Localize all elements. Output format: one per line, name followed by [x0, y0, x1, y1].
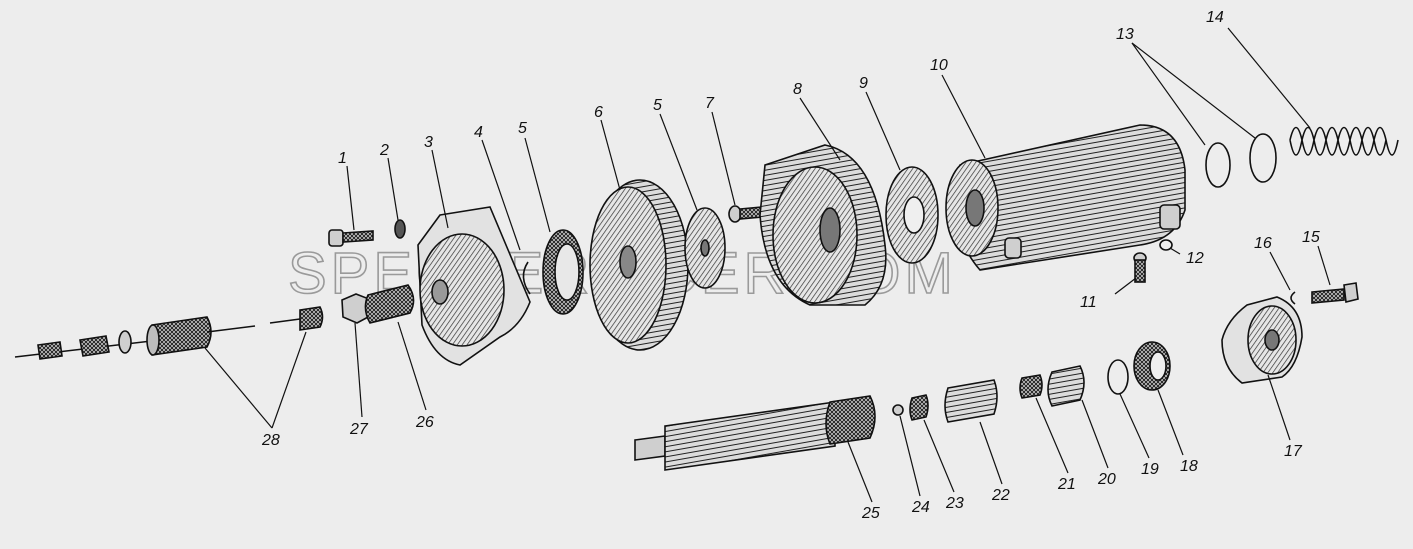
- part-23-valve: [909, 394, 929, 421]
- part-2-washer: [394, 219, 406, 239]
- callout-28: 28: [261, 432, 280, 449]
- part-4-snap-ring: [522, 261, 531, 295]
- callout-9: 9: [859, 75, 868, 92]
- part-6-diaphragm: [589, 179, 689, 351]
- part-5-plate-right: [684, 207, 726, 289]
- callout-5-left: 5: [518, 120, 527, 137]
- part-5-bearing-left: [542, 229, 584, 315]
- callout-14: 14: [1206, 9, 1224, 26]
- part-18-bushing: [1133, 341, 1171, 391]
- callout-13: 13: [1116, 26, 1134, 43]
- callout-7: 7: [705, 95, 715, 112]
- part-13-ring-b: [1249, 133, 1277, 183]
- callout-10: 10: [930, 57, 948, 74]
- callout-26: 26: [415, 414, 434, 431]
- part-16-washer: [1290, 291, 1296, 305]
- callout-23: 23: [945, 495, 964, 512]
- part-15-bolt: [1311, 282, 1359, 304]
- callout-6: 6: [594, 104, 603, 121]
- leader-lines: [204, 27, 1331, 503]
- part-11-bolt: [1133, 252, 1147, 283]
- part-17-flange: [1221, 296, 1303, 384]
- callout-3: 3: [424, 134, 433, 151]
- callout-24: 24: [911, 499, 930, 516]
- callout-19: 19: [1141, 461, 1159, 478]
- callout-20: 20: [1097, 471, 1116, 488]
- callout-22: 22: [991, 487, 1010, 504]
- callout-4: 4: [474, 124, 483, 141]
- callout-1: 1: [338, 150, 347, 167]
- part-12-lock-ring: [1159, 239, 1173, 251]
- part-25-shaft: [634, 395, 876, 471]
- callout-18: 18: [1180, 458, 1198, 475]
- part-20-sleeve: [1047, 365, 1085, 407]
- part-28-rod-assembly: [14, 306, 324, 360]
- part-10-cylinder: [945, 124, 1186, 271]
- part-9-gasket: [885, 166, 939, 264]
- callout-17: 17: [1284, 443, 1303, 460]
- callout-11: 11: [1080, 294, 1097, 311]
- part-22-spring: [944, 379, 998, 423]
- part-24-ball: [892, 404, 904, 416]
- part-14-spring: [1289, 126, 1399, 156]
- callout-16: 16: [1254, 235, 1272, 252]
- callout-8: 8: [793, 81, 802, 98]
- part-19-o-ring: [1107, 359, 1129, 395]
- part-3-cover: [417, 206, 531, 366]
- part-26-fitting: [364, 284, 415, 324]
- callout-2: 2: [379, 142, 389, 159]
- part-13-ring-a: [1205, 142, 1231, 188]
- part-21-nut: [1019, 374, 1043, 399]
- callout-15: 15: [1302, 229, 1320, 246]
- callout-21: 21: [1057, 476, 1076, 493]
- callout-5-right: 5: [653, 97, 662, 114]
- part-8-housing: [759, 144, 887, 306]
- callout-25: 25: [861, 505, 880, 522]
- callout-12: 12: [1186, 250, 1204, 267]
- part-1-bolt: [328, 229, 374, 247]
- part-7-screw: [728, 205, 763, 223]
- callout-27: 27: [349, 421, 369, 438]
